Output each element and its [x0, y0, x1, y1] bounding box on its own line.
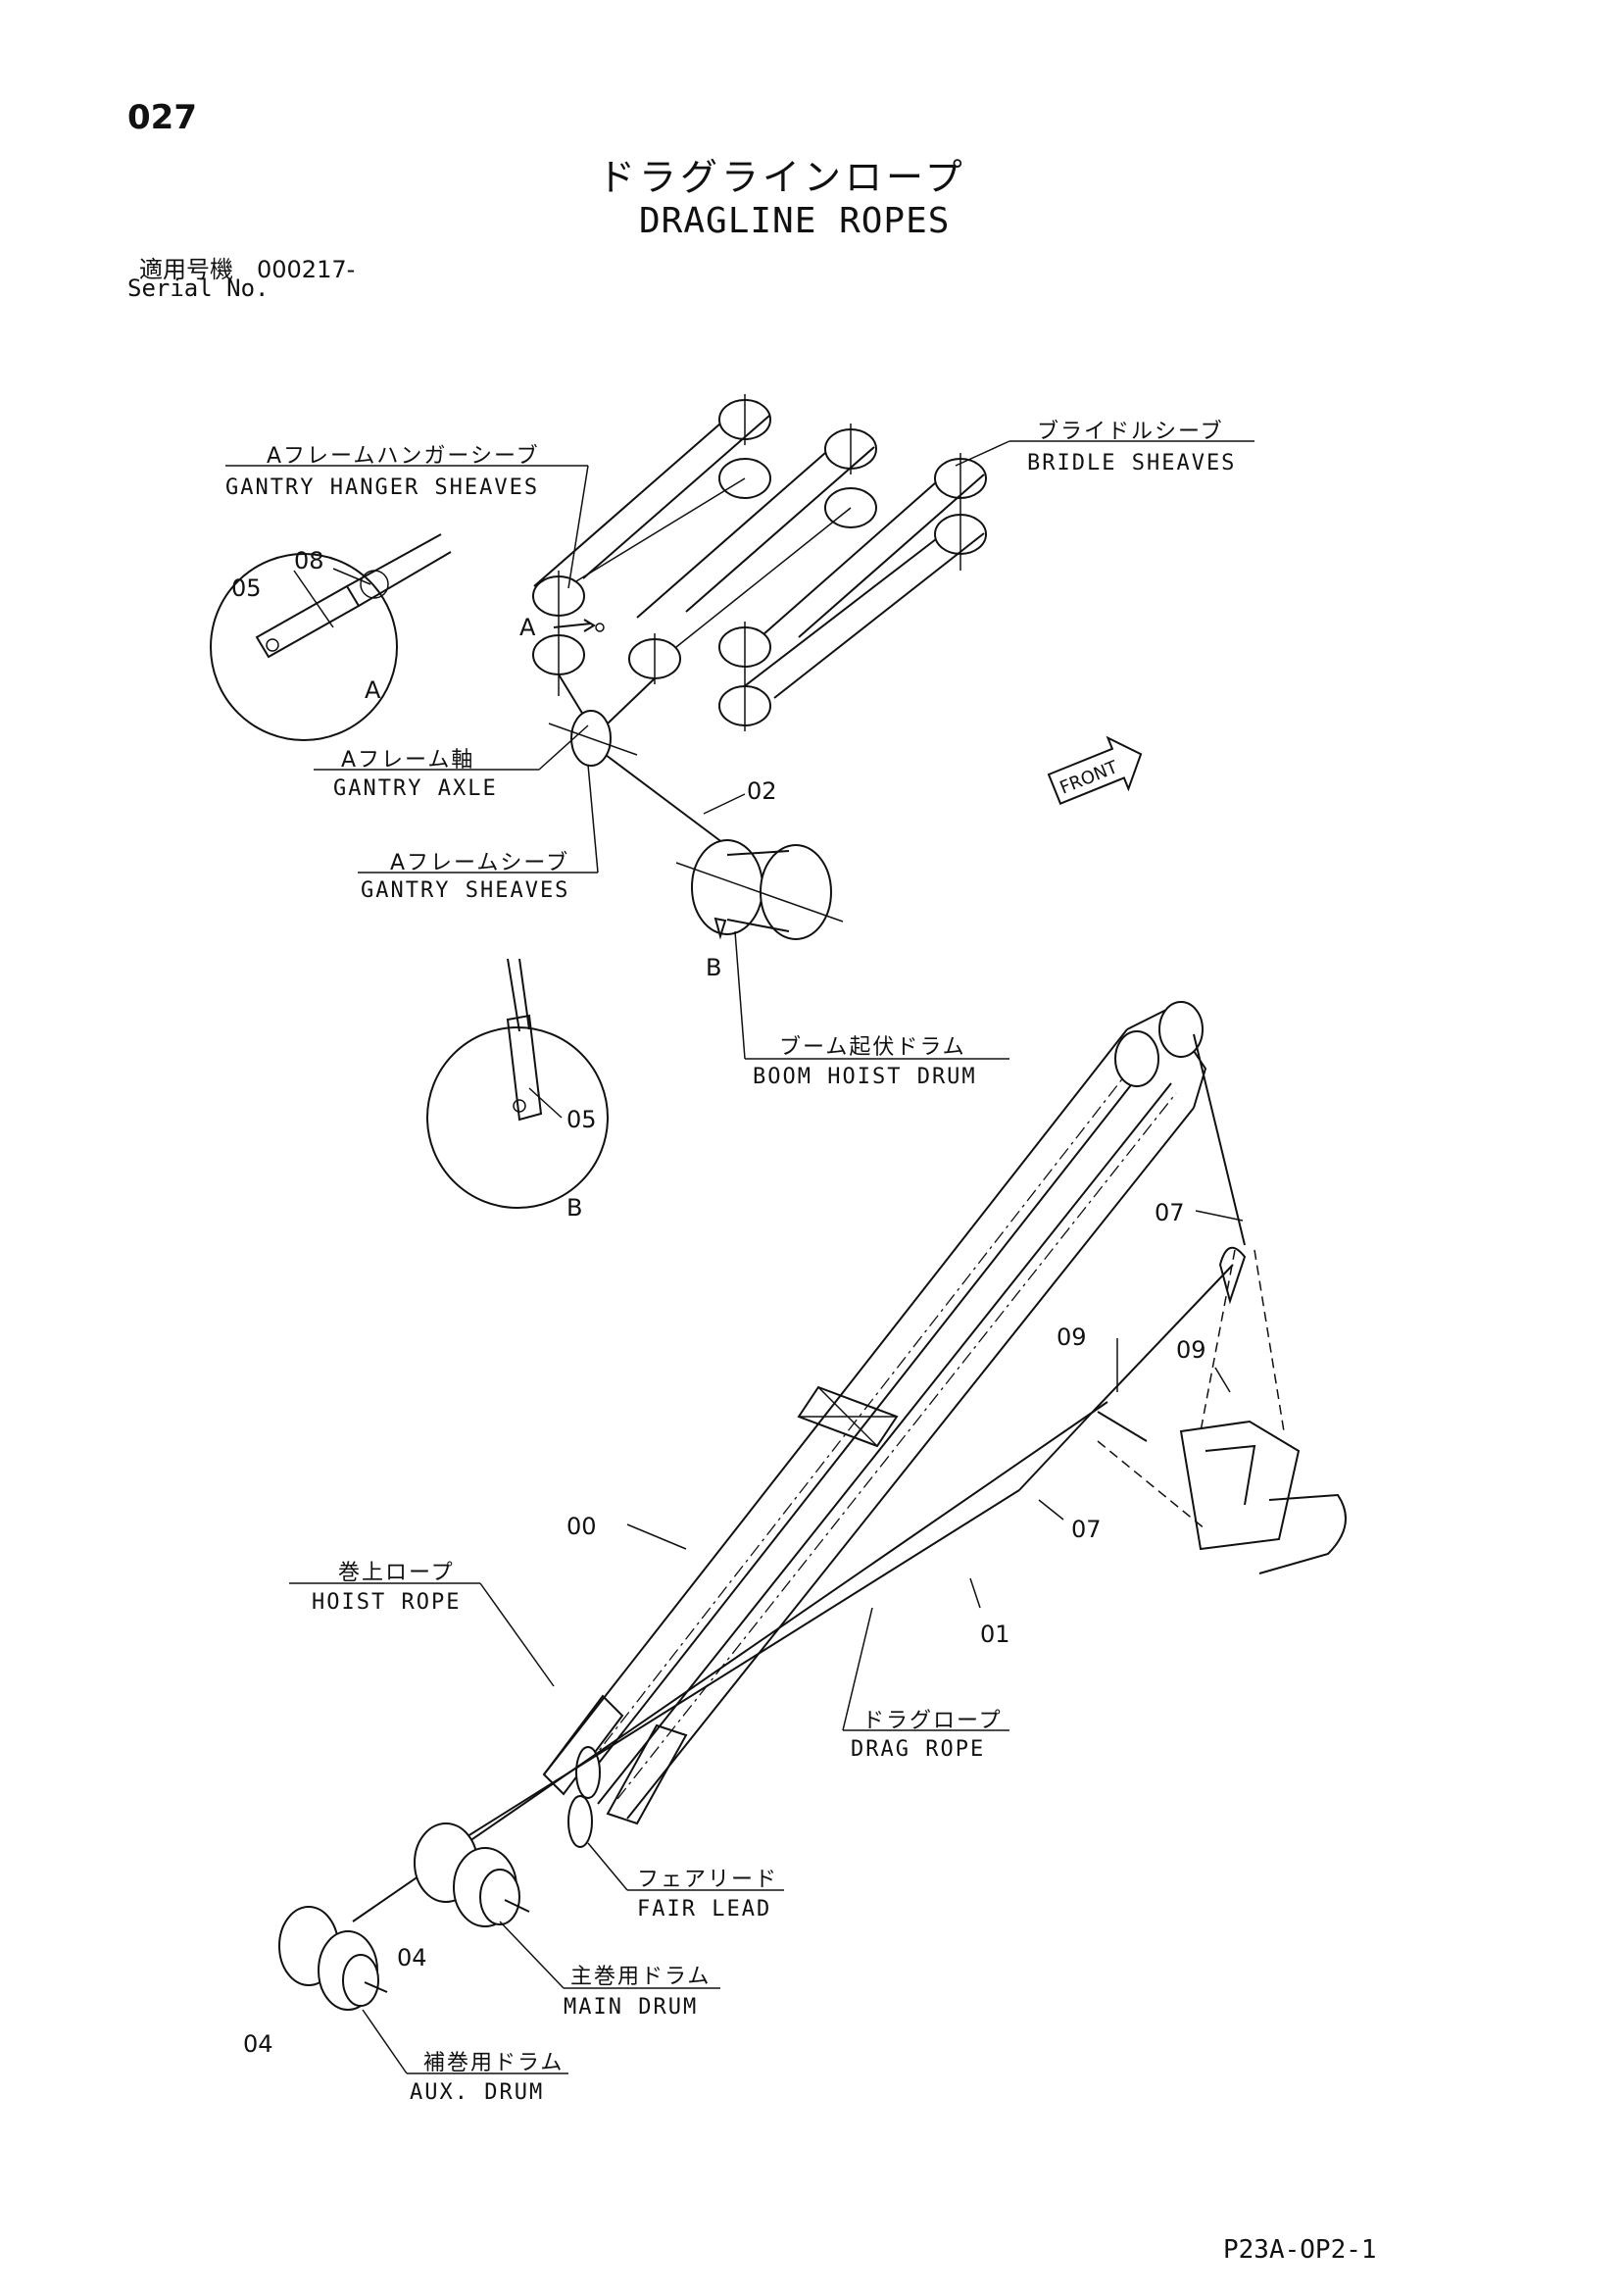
label-drag-rope: DRAG ROPE [851, 1737, 986, 1762]
label-fair-lead-jp: フェアリード [637, 1868, 779, 1892]
label-fair-lead: FAIR LEAD [637, 1897, 772, 1922]
callout-07-top: 07 [1155, 1199, 1185, 1226]
label-aux-drum-jp: 補巻用ドラム [423, 2051, 565, 2075]
callout-04-main: 04 [397, 1944, 427, 1972]
view-b-marker: B [706, 954, 721, 981]
label-gantry-axle: GANTRY AXLE [333, 776, 498, 801]
fair-lead [567, 1746, 601, 1848]
callout-09-right: 09 [1176, 1336, 1206, 1364]
callout-05-a: 05 [231, 574, 262, 602]
callout-09-left: 09 [1057, 1323, 1087, 1351]
label-hoist-rope-jp: 巻上ロープ [338, 1561, 455, 1585]
label-gantry-hanger: GANTRY HANGER SHEAVES [225, 475, 540, 500]
callouts: 00 01 02 04 04 05 05 07 07 08 09 09 A A … [231, 547, 1206, 2058]
label-gantry-sheaves-jp: Aフレームシーブ [390, 851, 570, 875]
callout-08: 08 [294, 547, 324, 574]
gantry-hanger-sheaves [533, 394, 877, 648]
boom [542, 1001, 1207, 1825]
callout-07-bottom: 07 [1071, 1516, 1102, 1543]
page-title-jp: ドラグラインロープ [598, 156, 966, 199]
serial-label-jp: 適用号機 000217- [139, 256, 356, 283]
label-hoist-rope: HOIST ROPE [312, 1590, 462, 1615]
label-aux-drum: AUX. DRUM [410, 2080, 545, 2105]
leader-lines [225, 440, 1254, 2074]
view-b-label: B [566, 1194, 582, 1222]
lower-sheaves [532, 571, 771, 731]
view-a-label: A [365, 676, 381, 704]
document-code: P23A-OP2-1 [1223, 2235, 1377, 2265]
label-drag-rope-jp: ドラグロープ [862, 1709, 1003, 1733]
label-main-drum: MAIN DRUM [564, 1995, 699, 2020]
callout-01: 01 [980, 1621, 1010, 1648]
callout-02: 02 [747, 777, 777, 805]
serial-label: Serial No. [127, 275, 270, 302]
aux-drum [278, 1906, 388, 2011]
boom-hoist-drum [675, 839, 844, 940]
label-boom-hoist: BOOM HOIST DRUM [753, 1065, 977, 1089]
gantry-axle [548, 710, 724, 844]
detail-b [426, 958, 609, 1209]
callout-00: 00 [566, 1513, 597, 1540]
bucket [1097, 1246, 1347, 1574]
main-drum [414, 1822, 530, 1927]
label-bridle: BRIDLE SHEAVES [1027, 451, 1237, 475]
label-gantry-sheaves: GANTRY SHEAVES [361, 878, 570, 903]
label-bridle-jp: ブライドルシーブ [1037, 420, 1224, 444]
callout-05-b: 05 [566, 1106, 597, 1133]
callout-04-aux: 04 [243, 2030, 273, 2058]
label-gantry-hanger-jp: Aフレームハンガーシーブ [267, 444, 540, 469]
view-a-marker: A [519, 614, 536, 641]
label-main-drum-jp: 主巻用ドラム [570, 1965, 712, 1989]
label-boom-hoist-jp: ブーム起伏ドラム [779, 1035, 966, 1060]
label-gantry-axle-jp: Aフレーム軸 [341, 748, 475, 773]
bridle-sheaves [724, 453, 987, 702]
detail-a [210, 533, 605, 741]
page-title: DRAGLINE ROPES [639, 201, 951, 241]
ropes [352, 1033, 1246, 1922]
page-number: 027 [127, 98, 197, 137]
front-arrow-icon: FRONT [1047, 735, 1143, 805]
